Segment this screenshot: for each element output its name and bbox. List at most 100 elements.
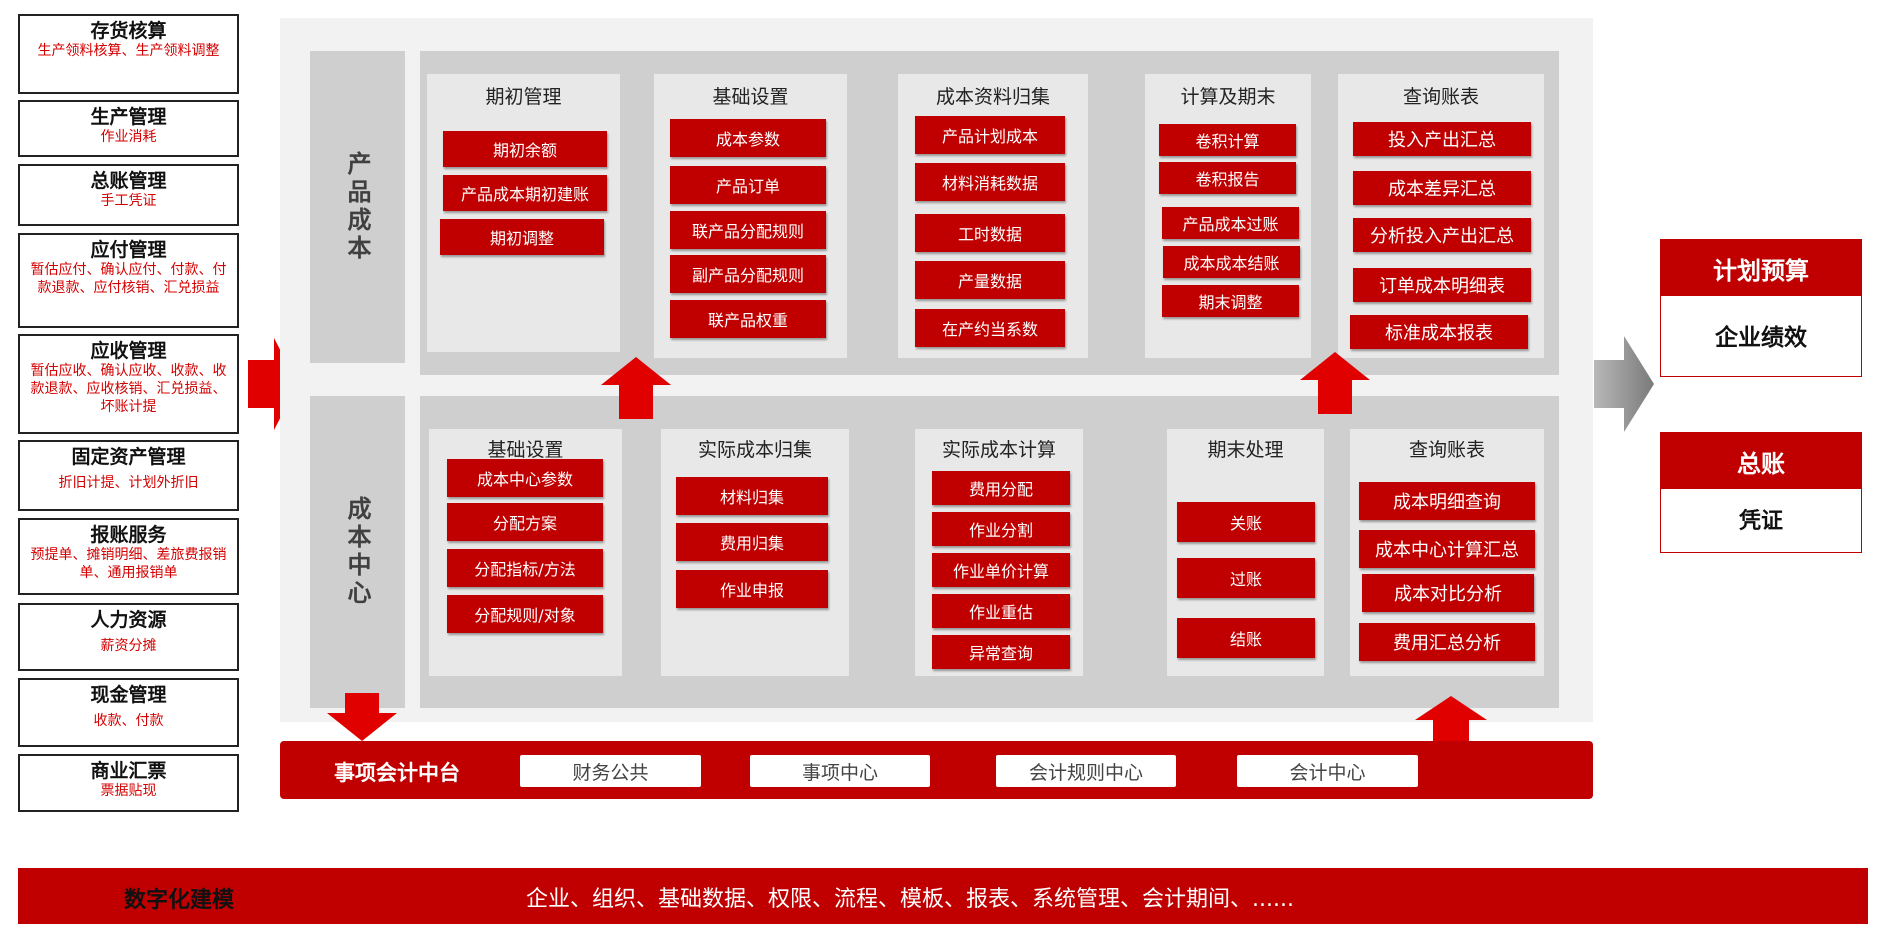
activity-split-button[interactable]: 作业分割 [932,512,1070,546]
module-desc: 票据贴现 [100,783,157,799]
post-button[interactable]: 过账 [1177,558,1315,598]
cost-params-button[interactable]: 成本参数 [670,119,826,157]
joint-product-weight-button[interactable]: 联产品权重 [670,300,826,338]
panel-title: 实际成本归集 [697,439,812,461]
event-center-button[interactable]: 事项中心 [750,755,930,787]
module-cash-management[interactable]: 现金管理 收款、付款 [18,678,239,747]
panel-cc-basic-settings: 基础设置 成本中心参数 分配方案 分配指标/方法 分配规则/对象 [429,429,622,676]
module-accounts-payable[interactable]: 应付管理 暂估应付、确认应付、付款、付款退款、应付核销、汇兑损益 [18,233,239,328]
opening-balance-button[interactable]: 期初余额 [443,131,607,167]
panel-calc-period-end: 计算及期末 卷积计算 卷积报告 产品成本过账 成本成本结账 期末调整 [1145,74,1311,358]
up-arrow-icon [601,357,671,419]
panel-title: 期初管理 [485,86,562,108]
up-arrow-icon [1300,352,1370,414]
cost-comparison-button[interactable]: 成本对比分析 [1362,574,1534,612]
enterprise-performance-label: 企业绩效 [1715,325,1807,351]
module-commercial-bill[interactable]: 商业汇票 票据贴现 [18,754,239,812]
module-title: 应付管理 [90,239,167,261]
panel-opening-management: 期初管理 期初余额 产品成本期初建账 期初调整 [427,74,620,352]
module-expense-service[interactable]: 报账服务 预提单、摊销明细、差旅费报销单、通用报销单 [18,518,239,595]
finance-common-button[interactable]: 财务公共 [520,755,701,787]
module-desc: 折旧计提、计划外折旧 [58,475,199,491]
product-order-button[interactable]: 产品订单 [670,166,826,204]
module-desc: 收款、付款 [93,713,164,729]
module-title: 固定资产管理 [71,446,186,468]
material-consumption-button[interactable]: 材料消耗数据 [915,163,1065,201]
cost-center-label: 成本中心 [310,396,405,708]
output-data-button[interactable]: 产量数据 [915,261,1065,299]
rollup-calc-button[interactable]: 卷积计算 [1159,124,1296,156]
panel-cost-data-collection: 成本资料归集 产品计划成本 材料消耗数据 工时数据 产量数据 在产约当系数 [898,74,1088,358]
panel-basic-settings: 基础设置 成本参数 产品订单 联产品分配规则 副产品分配规则 联产品权重 [654,74,847,358]
cost-center-params-button[interactable]: 成本中心参数 [447,459,603,497]
opening-adjustment-button[interactable]: 期初调整 [440,219,604,255]
input-output-summary-button[interactable]: 投入产出汇总 [1353,122,1531,156]
planned-cost-button[interactable]: 产品计划成本 [915,116,1065,154]
cost-center-summary-button[interactable]: 成本中心计算汇总 [1359,530,1535,568]
expense-summary-analysis-button[interactable]: 费用汇总分析 [1359,623,1535,661]
plan-budget-header: 计划预算 [1661,240,1861,296]
labor-hours-button[interactable]: 工时数据 [915,214,1065,252]
accounting-center-button[interactable]: 会计中心 [1237,755,1418,787]
digital-modeling-bar [18,868,1868,924]
panel-title: 查询账表 [1402,86,1479,108]
joint-product-rule-button[interactable]: 联产品分配规则 [670,211,826,249]
material-collection-button[interactable]: 材料归集 [676,477,828,515]
module-desc: 作业消耗 [100,129,157,145]
panel-actual-cost-collection: 实际成本归集 材料归集 费用归集 作业申报 [661,429,849,676]
allocation-index-button[interactable]: 分配指标/方法 [447,549,603,587]
plan-budget-box[interactable]: 计划预算 企业绩效 [1660,239,1862,377]
module-fixed-assets[interactable]: 固定资产管理 折旧计提、计划外折旧 [18,440,239,511]
expense-collection-button[interactable]: 费用归集 [676,523,828,561]
module-general-ledger[interactable]: 总账管理 手工凭证 [18,164,239,226]
cost-detail-query-button[interactable]: 成本明细查询 [1359,482,1535,520]
exception-query-button[interactable]: 异常查询 [932,635,1070,669]
panel-query-reports: 查询账表 投入产出汇总 成本差异汇总 分析投入产出汇总 订单成本明细表 标准成本… [1338,74,1544,358]
digital-modeling-title: 数字化建模 [124,888,235,913]
module-title: 现金管理 [90,684,167,706]
module-title: 人力资源 [90,609,167,631]
module-title: 存货核算 [90,20,167,42]
platform-title: 事项会计中台 [334,761,460,785]
panel-actual-cost-calc: 实际成本计算 费用分配 作业分割 作业单价计算 作业重估 异常查询 [915,429,1083,676]
activity-revaluation-button[interactable]: 作业重估 [932,594,1070,628]
standard-cost-report-button[interactable]: 标准成本报表 [1350,315,1528,349]
close-period-button[interactable]: 关账 [1177,502,1315,542]
module-human-resources[interactable]: 人力资源 薪资分摊 [18,603,239,671]
module-desc: 暂估应付、确认应付、付款、付款退款、应付核销、汇兑损益 [30,262,227,296]
panel-title: 实际成本计算 [941,439,1056,461]
down-arrow-icon [327,693,397,741]
allocation-plan-button[interactable]: 分配方案 [447,503,603,541]
accounting-rule-center-button[interactable]: 会计规则中心 [996,755,1176,787]
cost-closing-button[interactable]: 成本成本结账 [1163,246,1300,278]
expense-allocation-button[interactable]: 费用分配 [932,471,1070,505]
general-ledger-header: 总账 [1661,433,1861,489]
order-cost-detail-button[interactable]: 订单成本明细表 [1353,268,1531,302]
voucher-label: 凭证 [1738,509,1783,534]
activity-price-calc-button[interactable]: 作业单价计算 [932,553,1070,587]
wip-coefficient-button[interactable]: 在产约当系数 [915,309,1065,347]
general-ledger-box[interactable]: 总账 凭证 [1660,432,1862,553]
module-production-management[interactable]: 生产管理 作业消耗 [18,100,239,157]
panel-title: 基础设置 [712,86,789,108]
module-desc: 薪资分摊 [100,638,157,654]
panel-cc-query-reports: 查询账表 成本明细查询 成本中心计算汇总 成本对比分析 费用汇总分析 [1350,429,1544,676]
opening-cost-setup-button[interactable]: 产品成本期初建账 [443,175,607,211]
byproduct-rule-button[interactable]: 副产品分配规则 [670,255,826,293]
allocation-rule-button[interactable]: 分配规则/对象 [447,595,603,633]
cost-posting-button[interactable]: 产品成本过账 [1162,207,1299,239]
right-arrow-icon [1594,336,1654,432]
settle-button[interactable]: 结账 [1177,618,1315,658]
rollup-report-button[interactable]: 卷积报告 [1159,162,1296,194]
panel-title: 计算及期末 [1180,86,1276,108]
module-desc: 预提单、摊销明细、差旅费报销单、通用报销单 [30,547,227,581]
period-end-adjust-button[interactable]: 期末调整 [1162,285,1299,317]
cost-variance-summary-button[interactable]: 成本差异汇总 [1353,171,1531,205]
panel-title: 查询账表 [1408,439,1485,461]
module-accounts-receivable[interactable]: 应收管理 暂估应收、确认应收、收款、收款退款、应收核销、汇兑损益、坏账计提 [18,334,239,434]
module-inventory-accounting[interactable]: 存货核算 生产领料核算、生产领料调整 [18,14,239,94]
activity-report-button[interactable]: 作业申报 [676,570,828,608]
analysis-io-summary-button[interactable]: 分析投入产出汇总 [1353,218,1531,252]
panel-period-end: 期末处理 关账 过账 结账 [1167,429,1324,676]
up-arrow-icon [1415,696,1487,752]
